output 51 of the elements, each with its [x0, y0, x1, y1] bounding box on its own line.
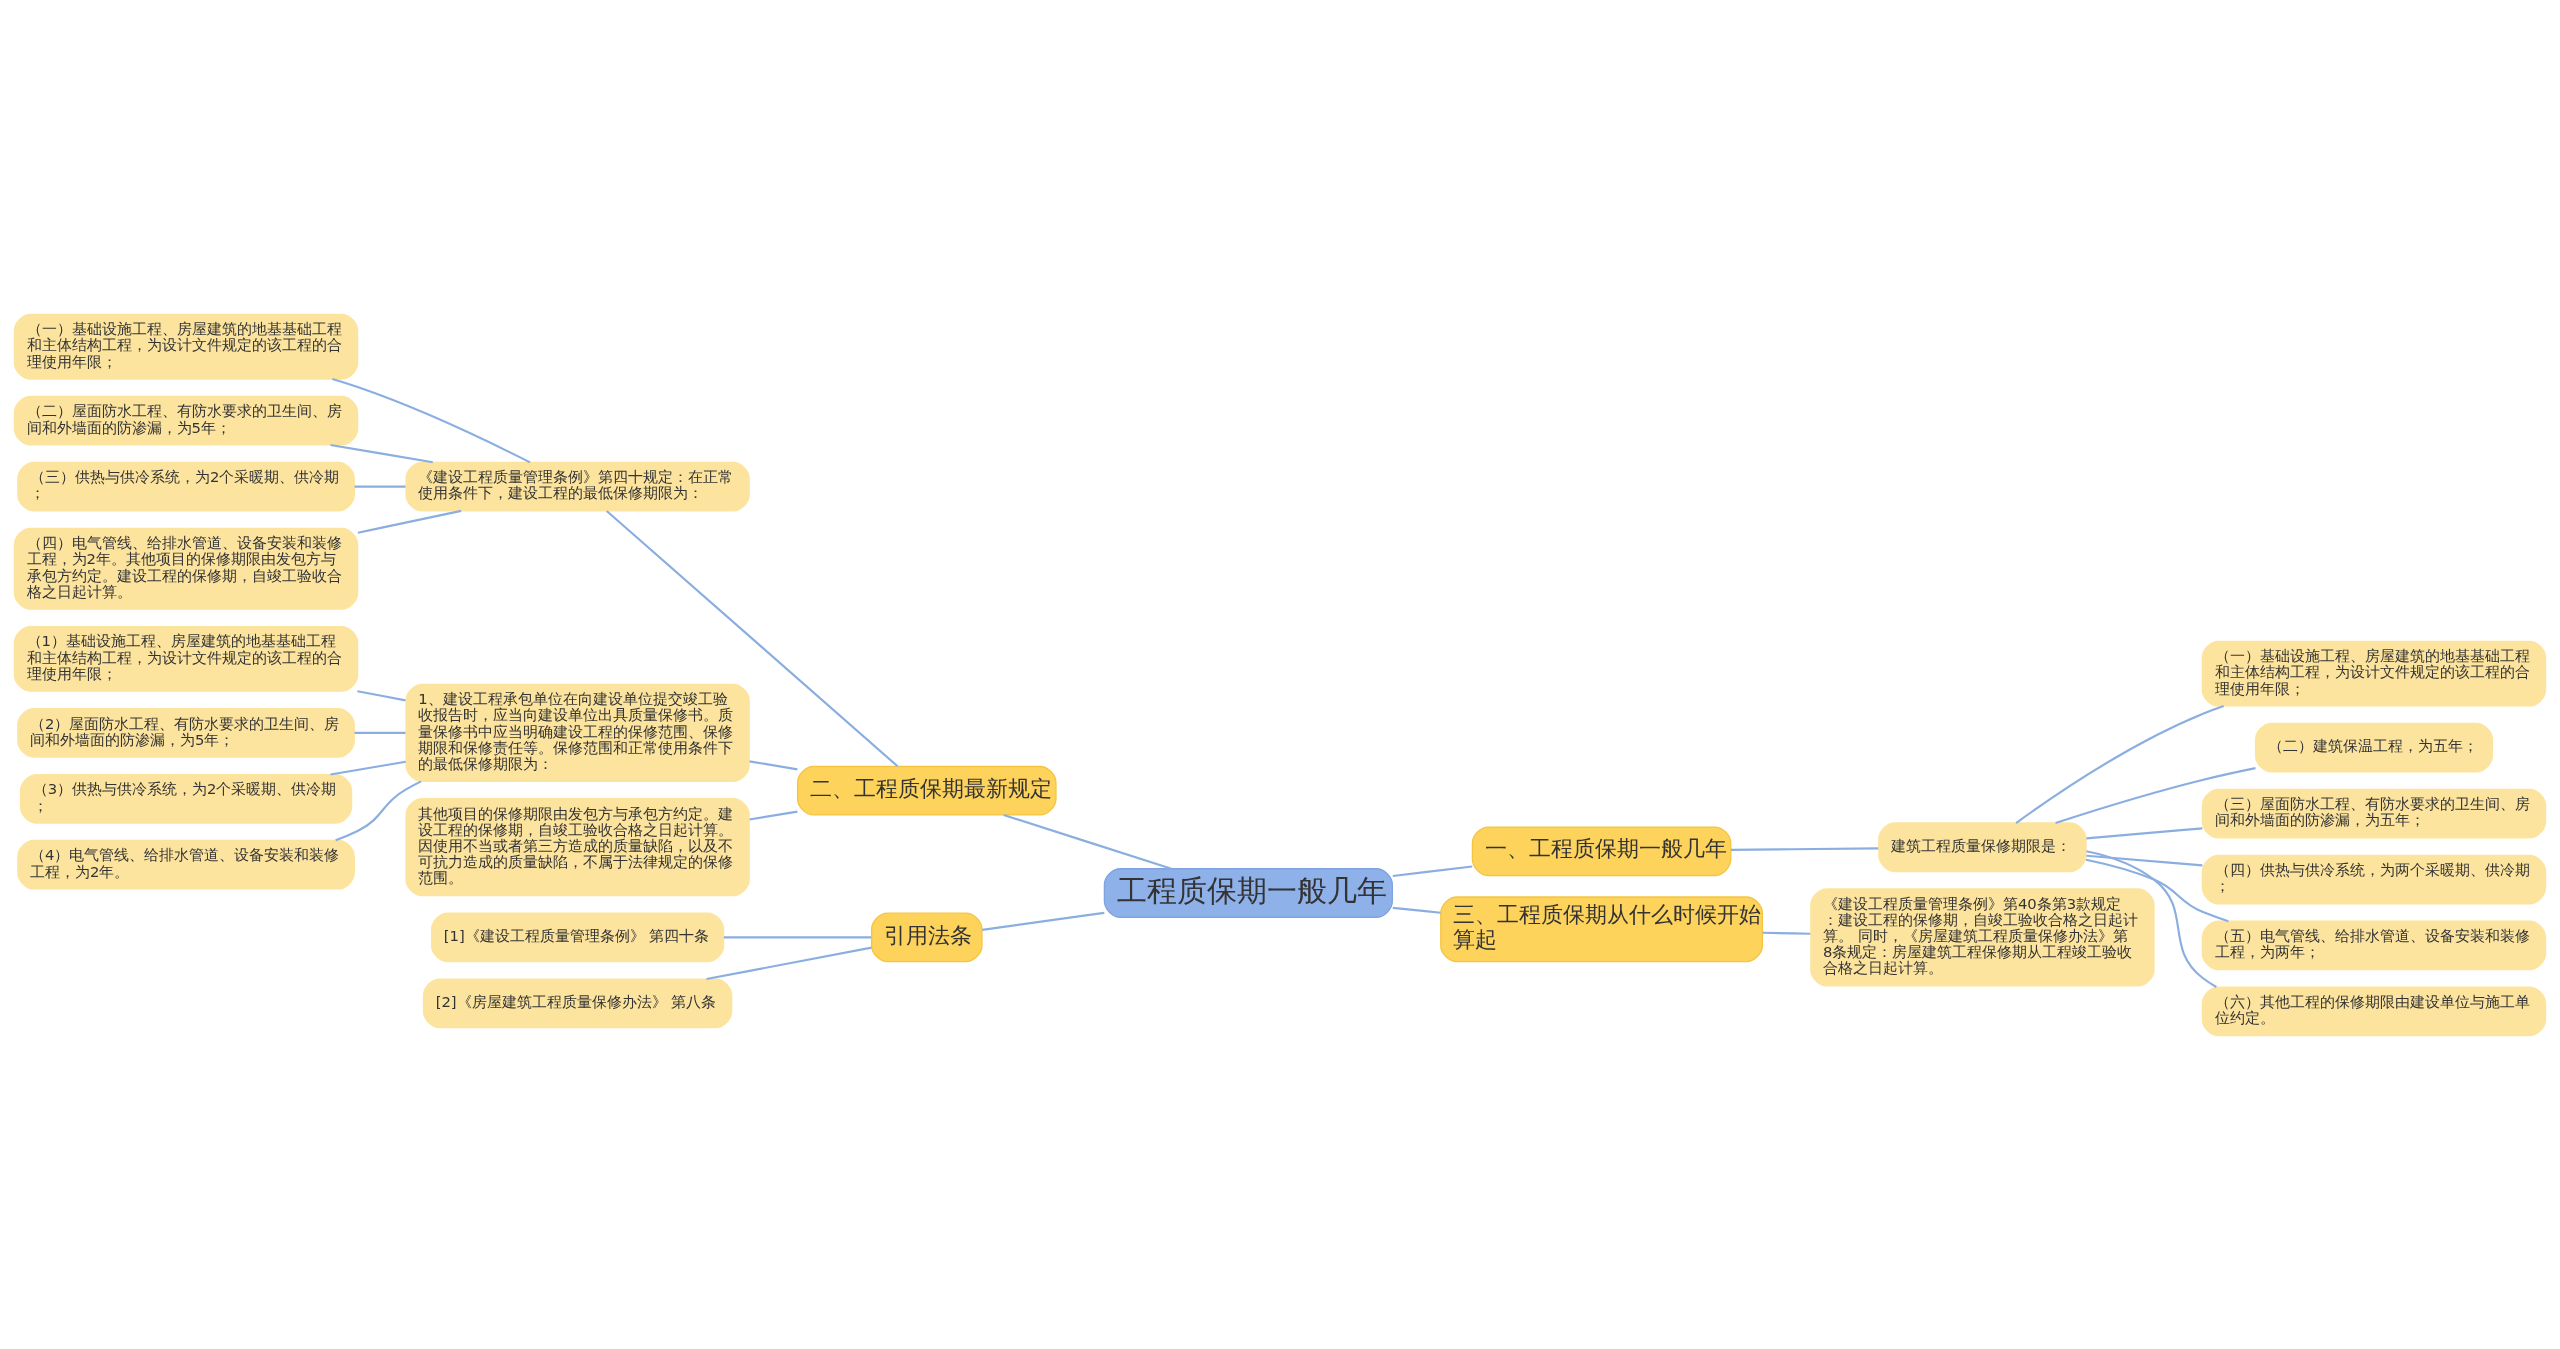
connector: [330, 443, 433, 463]
node-box: （三）屋面防水工程、有防水要求的卫生间、房间和外墙面的防渗漏，为五年；: [2201, 788, 2547, 838]
connector: [1392, 864, 1473, 877]
node-box: （四）供热与供冷系统，为两个采暖期、供冷期；: [2201, 854, 2547, 904]
connector: [2086, 854, 2203, 866]
node-box: 引用法条: [870, 912, 983, 962]
node-box: 1、建设工程承包单位在向建设单位提交竣工验收报告时，应当向建设单位出具质量保修书。质量保修书中应当明确建设工程的保修范围、保修期限和保修责任等。保修范围和正常使用条件下的最低保修期限为：: [405, 683, 750, 782]
node-box: （2）屋面防水工程、有防水要求的卫生间、房间和外墙面的防渗漏，为5年；: [17, 707, 355, 758]
connector: [357, 689, 406, 701]
node-box: 工程质保期一般几年: [1103, 867, 1394, 918]
connector: [1730, 846, 1879, 851]
node-box: 三、工程质保期从什么时候开始算起: [1440, 895, 1764, 962]
connector: [723, 935, 872, 938]
node-box: （四）电气管线、给排水管道、设备安装和装修工程，为2年。其他项目的保修期限由发包方与承包方约定。建设工程的保修期，自竣工验收合格之日起计算。: [13, 527, 359, 610]
connector: [354, 485, 406, 488]
node-box: （二）屋面防水工程、有防水要求的卫生间、房间和外墙面的防渗漏，为5年；: [13, 395, 359, 446]
node-box: 《建设工程质量管理条例》第四十规定：在正常使用条件下，建设工程的最低保修期限为：: [405, 461, 750, 511]
node-box: （3）供热与供冷系统，为2个采暖期、供冷期；: [19, 773, 353, 824]
node-box: （六）其他工程的保修期限由建设单位与施工单位约定。: [2201, 986, 2547, 1036]
connector: [982, 911, 1105, 931]
node-box: （4）电气管线、给排水管道、设备安装和装修工程，为2年。: [17, 839, 355, 890]
node-box: （一）基础设施工程、房屋建筑的地基基础工程和主体结构工程，为设计文件规定的该工程的合理使用年限；: [13, 313, 359, 380]
connector: [606, 509, 899, 767]
node-box: 《建设工程质量管理条例》第40条第3款规定：建设工程的保修期，自竣工验收合格之日起计算。 同时，《房屋建筑工程质量保修办法》第8条规定：房屋建筑工程保修期从工程竣工验收合格之日起计算。: [1810, 887, 2155, 986]
connector: [357, 509, 462, 534]
node-box: [2]《房屋建筑工程质量保修办法》 第八条: [422, 977, 733, 1028]
connector: [1762, 931, 1811, 935]
node-box: [1]《建设工程质量管理条例》 第四十条: [430, 912, 725, 962]
node-box: 一、工程质保期一般几年: [1471, 825, 1732, 876]
node-box: （1）基础设施工程、房屋建筑的地基基础工程和主体结构工程，为设计文件规定的该工程的合理使用年限；: [13, 625, 359, 692]
connector: [2086, 826, 2203, 839]
connector: [335, 779, 422, 841]
node-box: （一）基础设施工程、房屋建筑的地基基础工程和主体结构工程，为设计文件规定的该工程的合理使用年限；: [2201, 640, 2547, 707]
node-box: （二）建筑保温工程，为五年；: [2254, 722, 2494, 773]
connector: [2086, 849, 2217, 988]
connector: [2085, 858, 2229, 922]
node-box: 二、工程质保期最新规定: [796, 765, 1057, 816]
connector: [749, 810, 798, 820]
connector: [1392, 906, 1441, 914]
connector: [1003, 813, 1172, 870]
node-box: （五）电气管线、给排水管道、设备安装和装修工程，为两年；: [2201, 920, 2547, 970]
node-box: （三）供热与供冷系统，为2个采暖期、供冷期；: [17, 461, 355, 511]
connector: [354, 731, 406, 734]
connector: [332, 377, 531, 463]
connector: [2055, 766, 2256, 824]
node-box: 建筑工程质量保修期限是：: [1878, 821, 2087, 872]
connector: [706, 946, 872, 980]
node-box: 其他项目的保修期限由发包方与承包方约定。建设工程的保修期，自竣工验收合格之日起计算。因使用不当或者第三方造成的质量缺陷，以及不可抗力造成的质量缺陷，不属于法律规定的保修范围。: [405, 797, 750, 896]
connector: [330, 760, 406, 776]
connector: [2015, 704, 2224, 824]
connector: [749, 759, 798, 770]
